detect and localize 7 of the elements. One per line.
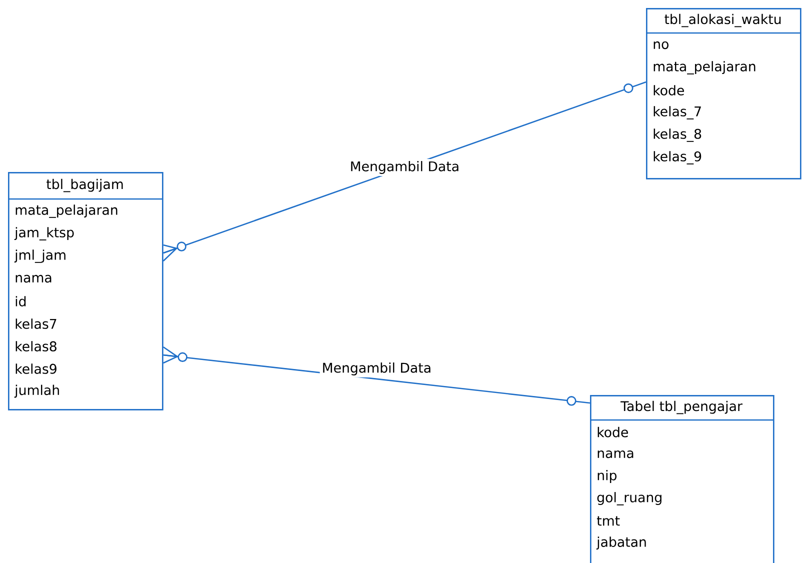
edge-label: Mengambil Data [320, 360, 434, 378]
edge-label: Mengambil Data [348, 159, 462, 176]
table: Tabel tbl_pengajar kode nama nip gol_ruang tmt jabatan [590, 395, 774, 563]
relationship-line [162, 81, 646, 262]
table: tbl_alokasi_waktu no mata_pelajaran kode kelas_7 kelas_8 kelas_9 [646, 8, 802, 180]
relationship-line [162, 346, 590, 406]
table: tbl_bagijam mata_pelajaran jam_ktsp jml_jam nama id kelas7 kelas8 kelas9 jumlah [8, 172, 164, 410]
